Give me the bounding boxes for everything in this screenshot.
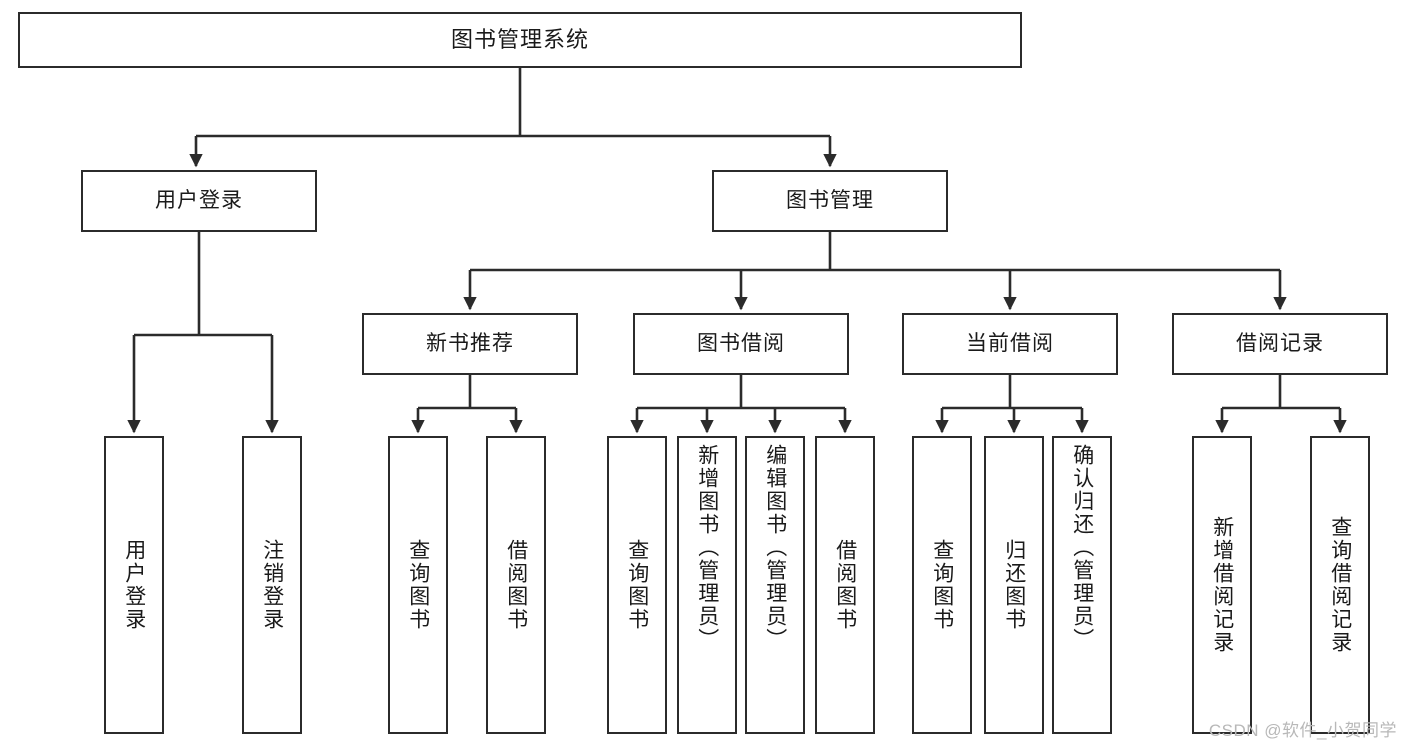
node-leaf-query-record-label: 查询借阅记录 <box>1328 516 1352 654</box>
node-leaf-query-record[interactable]: 查询借阅记录 <box>1310 436 1370 734</box>
node-leaf-edit-book-label: 编辑图书（管理员） <box>763 444 787 651</box>
node-leaf-add-book[interactable]: 新增图书（管理员） <box>677 436 737 734</box>
node-new-book-recommend[interactable]: 新书推荐 <box>362 313 578 375</box>
node-leaf-query-book-3-label: 查询图书 <box>930 539 954 631</box>
node-leaf-user-logout[interactable]: 注销登录 <box>242 436 302 734</box>
node-leaf-query-book-3[interactable]: 查询图书 <box>912 436 972 734</box>
node-leaf-query-book-1[interactable]: 查询图书 <box>388 436 448 734</box>
node-root-label: 图书管理系统 <box>450 26 589 52</box>
node-current-borrow[interactable]: 当前借阅 <box>902 313 1118 375</box>
node-leaf-edit-book[interactable]: 编辑图书（管理员） <box>745 436 805 734</box>
node-leaf-confirm-return[interactable]: 确认归还（管理员） <box>1052 436 1112 734</box>
node-borrow-record[interactable]: 借阅记录 <box>1172 313 1388 375</box>
node-new-book-recommend-label: 新书推荐 <box>426 332 514 356</box>
node-book-borrow[interactable]: 图书借阅 <box>633 313 849 375</box>
node-leaf-user-login-label: 用户登录 <box>122 539 146 631</box>
node-leaf-user-logout-label: 注销登录 <box>260 539 284 631</box>
node-leaf-add-book-label: 新增图书（管理员） <box>695 444 719 651</box>
node-leaf-borrow-book-1-label: 借阅图书 <box>504 539 528 631</box>
node-leaf-add-record[interactable]: 新增借阅记录 <box>1192 436 1252 734</box>
node-leaf-confirm-return-label: 确认归还（管理员） <box>1070 444 1094 651</box>
node-leaf-query-book-2[interactable]: 查询图书 <box>607 436 667 734</box>
node-leaf-return-book[interactable]: 归还图书 <box>984 436 1044 734</box>
node-leaf-query-book-1-label: 查询图书 <box>406 539 430 631</box>
node-leaf-borrow-book-2-label: 借阅图书 <box>833 539 857 631</box>
node-leaf-user-login[interactable]: 用户登录 <box>104 436 164 734</box>
node-leaf-add-record-label: 新增借阅记录 <box>1210 516 1234 654</box>
node-leaf-borrow-book-1[interactable]: 借阅图书 <box>486 436 546 734</box>
node-leaf-borrow-book-2[interactable]: 借阅图书 <box>815 436 875 734</box>
node-root[interactable]: 图书管理系统 <box>18 12 1022 68</box>
node-current-borrow-label: 当前借阅 <box>966 332 1054 356</box>
node-leaf-return-book-label: 归还图书 <box>1002 539 1026 631</box>
node-borrow-record-label: 借阅记录 <box>1236 332 1324 356</box>
node-book-manage-label: 图书管理 <box>786 189 874 213</box>
node-user-login-label: 用户登录 <box>155 189 243 213</box>
node-user-login[interactable]: 用户登录 <box>81 170 317 232</box>
node-book-borrow-label: 图书借阅 <box>697 332 785 356</box>
node-book-manage[interactable]: 图书管理 <box>712 170 948 232</box>
node-leaf-query-book-2-label: 查询图书 <box>625 539 649 631</box>
